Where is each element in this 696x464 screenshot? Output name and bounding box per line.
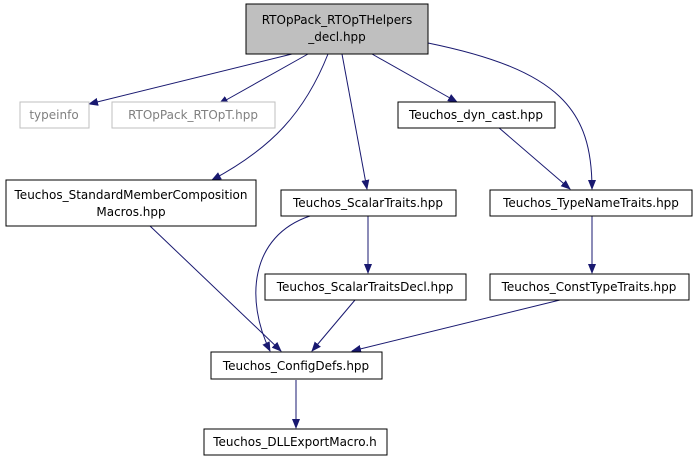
node-root-label-line2: _decl.hpp [307,30,366,44]
edge-root-to-type-name-traits [427,42,596,190]
node-dyn-cast[interactable]: Teuchos_dyn_cast.hpp [397,101,556,129]
node-type-name-traits-label: Teuchos_TypeNameTraits.hpp [502,196,679,210]
edge-const-type-traits-to-config-defs [351,299,561,353]
node-root-label-line1: RTOpPack_RTOpTHelpers [262,13,413,27]
edges [88,42,596,429]
node-dll-export-label: Teuchos_DLLExportMacro.h [212,435,377,449]
node-std-member-label-line1: Teuchos_StandardMemberComposition [14,188,248,202]
node-dll-export[interactable]: Teuchos_DLLExportMacro.h [203,428,388,456]
node-std-member[interactable]: Teuchos_StandardMemberComposition Macros… [5,179,257,227]
node-typeinfo[interactable]: typeinfo [19,101,90,129]
node-const-type-traits-label: Teuchos_ConstTypeTraits.hpp [501,280,677,294]
edge-dyn-cast-to-type-name-traits [497,126,571,190]
edge-root-to-scalar-traits [341,53,370,190]
node-scalar-traits-decl[interactable]: Teuchos_ScalarTraitsDecl.hpp [264,273,467,301]
node-typeinfo-label: typeinfo [29,108,78,122]
edge-scalar-traits-to-config-defs [255,215,311,352]
node-scalar-traits[interactable]: Teuchos_ScalarTraits.hpp [280,189,457,217]
edge-root-to-typeinfo [88,53,293,106]
edge-root-to-dyn-cast [371,53,458,103]
edge-scalar-traits-decl-to-config-defs [311,299,356,352]
edge-root-to-rtopt [218,53,309,105]
node-std-member-label-line2: Macros.hpp [96,205,165,219]
edge-root-to-std-member [211,53,329,181]
node-root[interactable]: RTOpPack_RTOpTHelpers _decl.hpp [245,3,429,55]
node-rtopt[interactable]: RTOpPack_RTOpT.hpp [111,101,276,129]
node-config-defs-label: Teuchos_ConfigDefs.hpp [222,359,369,373]
node-type-name-traits[interactable]: Teuchos_TypeNameTraits.hpp [489,189,693,217]
node-dyn-cast-label: Teuchos_dyn_cast.hpp [408,108,543,122]
node-const-type-traits[interactable]: Teuchos_ConstTypeTraits.hpp [489,273,690,301]
node-config-defs[interactable]: Teuchos_ConfigDefs.hpp [210,351,383,380]
node-scalar-traits-label: Teuchos_ScalarTraits.hpp [292,196,443,210]
node-scalar-traits-decl-label: Teuchos_ScalarTraitsDecl.hpp [276,280,454,294]
edge-std-member-to-config-defs [149,225,282,352]
node-rtopt-label: RTOpPack_RTOpT.hpp [128,108,258,122]
